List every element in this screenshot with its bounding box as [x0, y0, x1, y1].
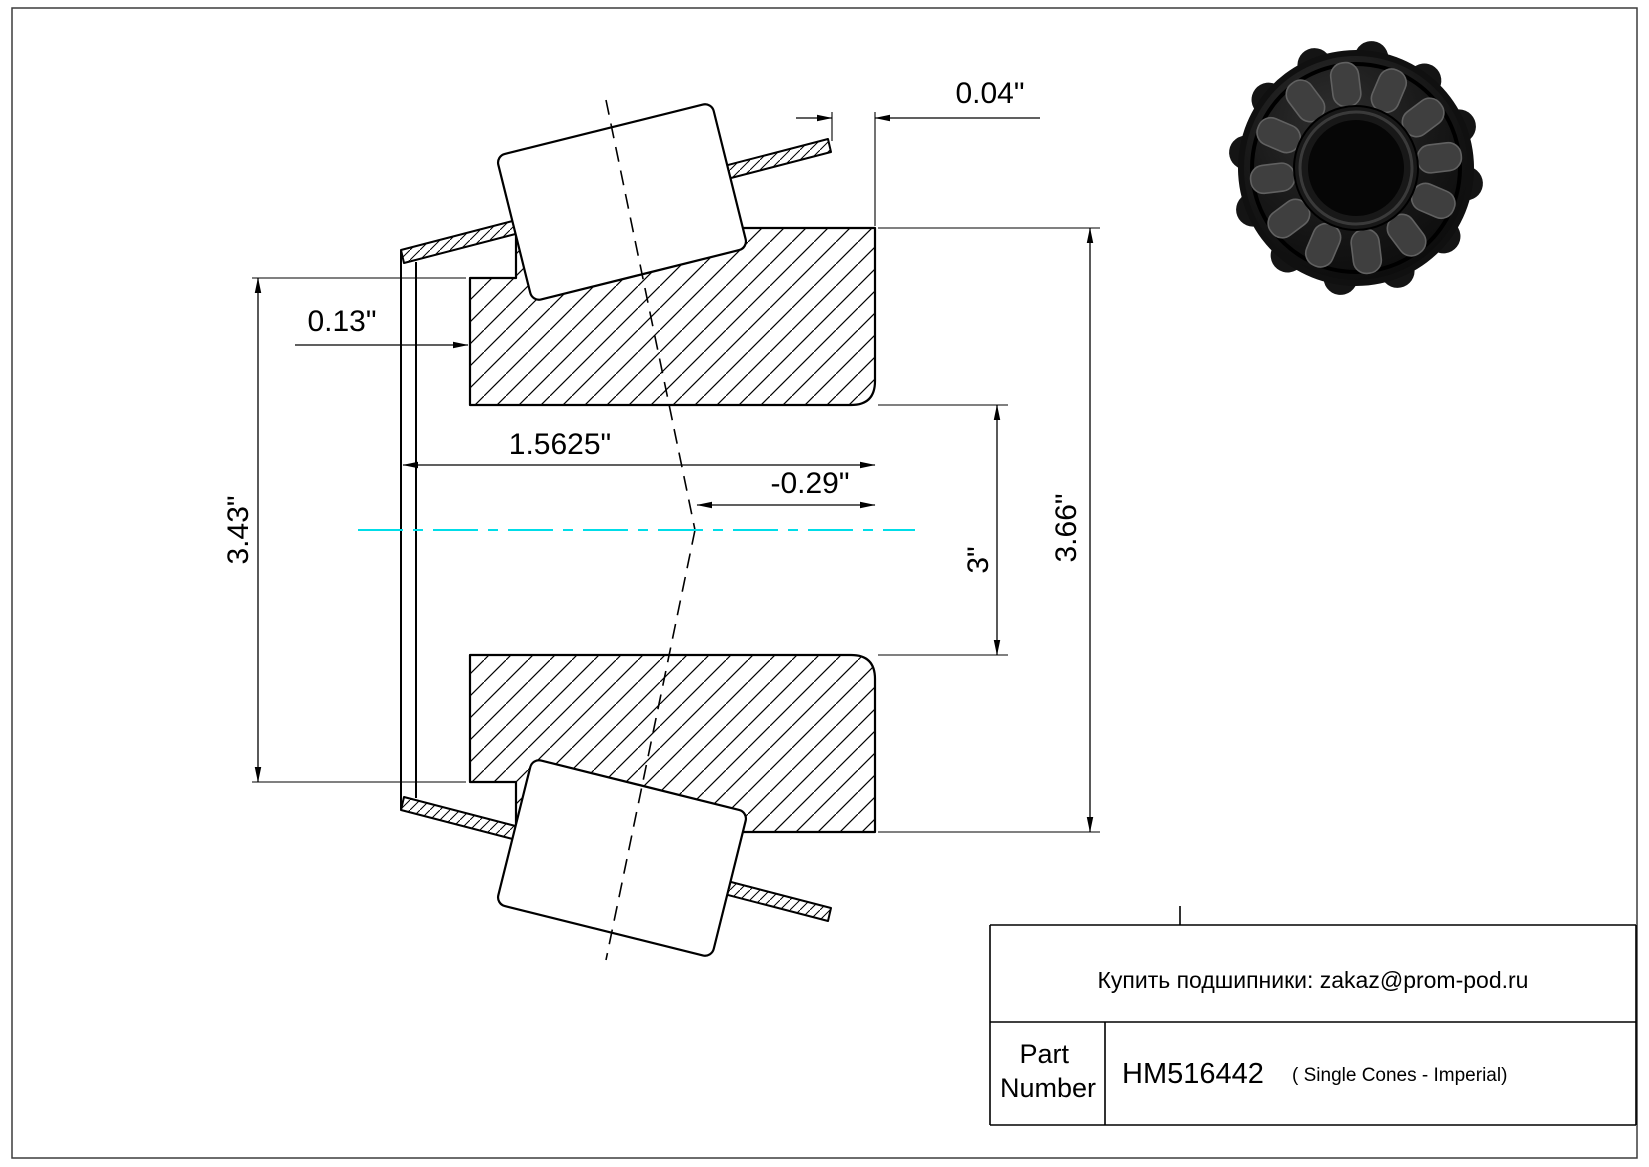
- dimension-flange-width: 0.13": [295, 305, 469, 349]
- title-block: Купить подшипники: zakaz@prom-pod.ru Par…: [989, 906, 1637, 1126]
- roller-bottom: [496, 759, 748, 957]
- section-view: [358, 99, 915, 961]
- dim-center-offset-text: -0.29": [770, 467, 849, 500]
- dimension-top-gap: 0.04": [796, 77, 1040, 226]
- dimension-center-offset: -0.29": [696, 467, 876, 509]
- page-border: [11, 7, 1638, 1159]
- roller-top: [496, 103, 748, 301]
- part-number-label: Part Number: [1000, 1039, 1096, 1103]
- part-label-line2: Number: [1000, 1073, 1096, 1103]
- dim-flange-od-text: 3.43": [222, 495, 255, 564]
- dimension-flange-od: 3.43": [222, 277, 466, 783]
- dim-bore-diameter-text: 3": [962, 546, 995, 573]
- part-type-text: ( Single Cones - Imperial): [1292, 1065, 1507, 1086]
- dimensions: 3.43" 0.13" 1.5625" -0.29" 0.04": [222, 77, 1100, 833]
- dim-top-gap-text: 0.04": [955, 77, 1024, 110]
- dimension-bore-length: 1.5625": [402, 428, 876, 469]
- contact-text: Купить подшипники: zakaz@prom-pod.ru: [1098, 967, 1529, 993]
- dim-bore-length-text: 1.5625": [509, 428, 611, 461]
- dim-flange-width-text: 0.13": [307, 305, 376, 338]
- part-label-line1: Part: [1019, 1039, 1069, 1069]
- dimension-outer-diameter: 3.66": [878, 227, 1100, 833]
- dim-outer-diameter-text: 3.66": [1050, 493, 1083, 562]
- part-number-value: HM516442: [1122, 1058, 1264, 1090]
- dimension-bore-diameter: 3": [878, 404, 1008, 656]
- bearing-render-image: [1226, 38, 1486, 298]
- roller-axis-lines: [605, 99, 696, 961]
